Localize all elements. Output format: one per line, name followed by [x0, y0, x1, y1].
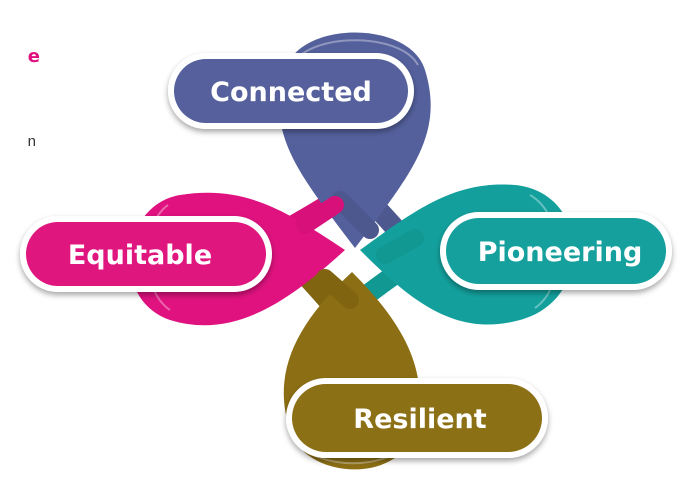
- node-connected: Connected: [168, 53, 414, 129]
- equitable-label: Equitable: [68, 240, 212, 271]
- connected-label: Connected: [210, 77, 372, 108]
- center-crossing: [296, 191, 424, 309]
- node-pioneering: Pioneering: [440, 212, 672, 290]
- cropped-heading-fragment: e: [27, 46, 40, 67]
- node-equitable: Equitable: [20, 216, 272, 292]
- node-resilient: Resilient: [286, 378, 548, 458]
- pioneering-label: Pioneering: [478, 237, 643, 268]
- cropped-text-fragment: n: [27, 133, 36, 150]
- resilient-label: Resilient: [353, 404, 486, 435]
